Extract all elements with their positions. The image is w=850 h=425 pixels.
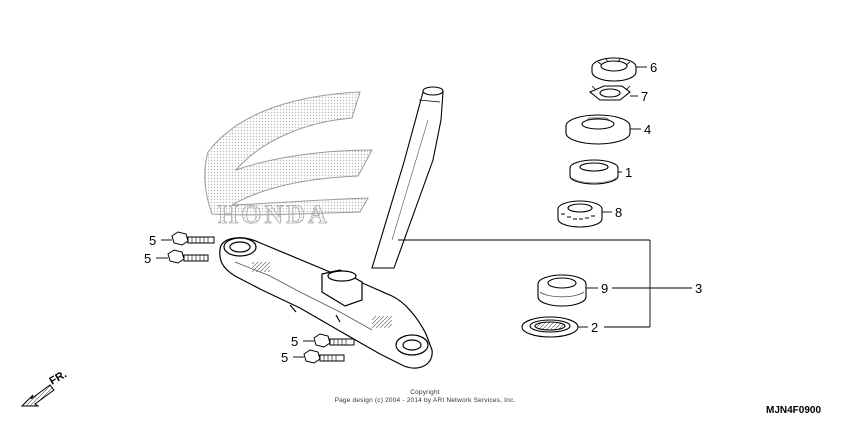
bolt-upper-left-b [167,249,209,264]
upper-bearing-part [557,200,603,228]
front-direction-indicator: FR. [20,368,69,407]
callout-4: 4 [644,122,651,137]
lower-bearing-part [537,274,587,307]
steering-stem-part [371,86,444,269]
callout-2: 2 [591,320,598,335]
upper-race-part [569,159,619,185]
lock-washer-part [588,85,631,101]
callout-5-c: 5 [291,334,298,349]
figure-code: MJN4F0900 [766,405,822,416]
callout-1: 1 [625,165,632,180]
dust-seal-part [521,316,579,338]
callout-3: 3 [695,281,702,296]
lower-triple-clamp [219,237,433,369]
lock-nut-part [591,57,637,82]
bolt-lower-a [313,333,355,348]
callout-6: 6 [650,60,657,75]
callout-5-a: 5 [149,233,156,248]
honda-watermark-text: HONDA [218,200,330,229]
adjusting-nut-part [565,114,631,145]
front-arrow-icon [20,384,55,407]
callout-5-d: 5 [281,350,288,365]
callout-7: 7 [641,89,648,104]
callout-9: 9 [601,281,608,296]
copyright-notice: Page design (c) 2004 - 2014 by ARI Netwo… [334,397,516,404]
honda-wing-logo: HONDA [204,91,373,229]
bolt-upper-left-a [171,231,215,246]
copyright-title: Copyright [410,389,440,396]
leader-lines [156,66,692,358]
front-label: FR. [48,368,69,387]
bolt-lower-b [303,349,345,364]
callout-8: 8 [615,205,622,220]
callout-5-b: 5 [144,251,151,266]
